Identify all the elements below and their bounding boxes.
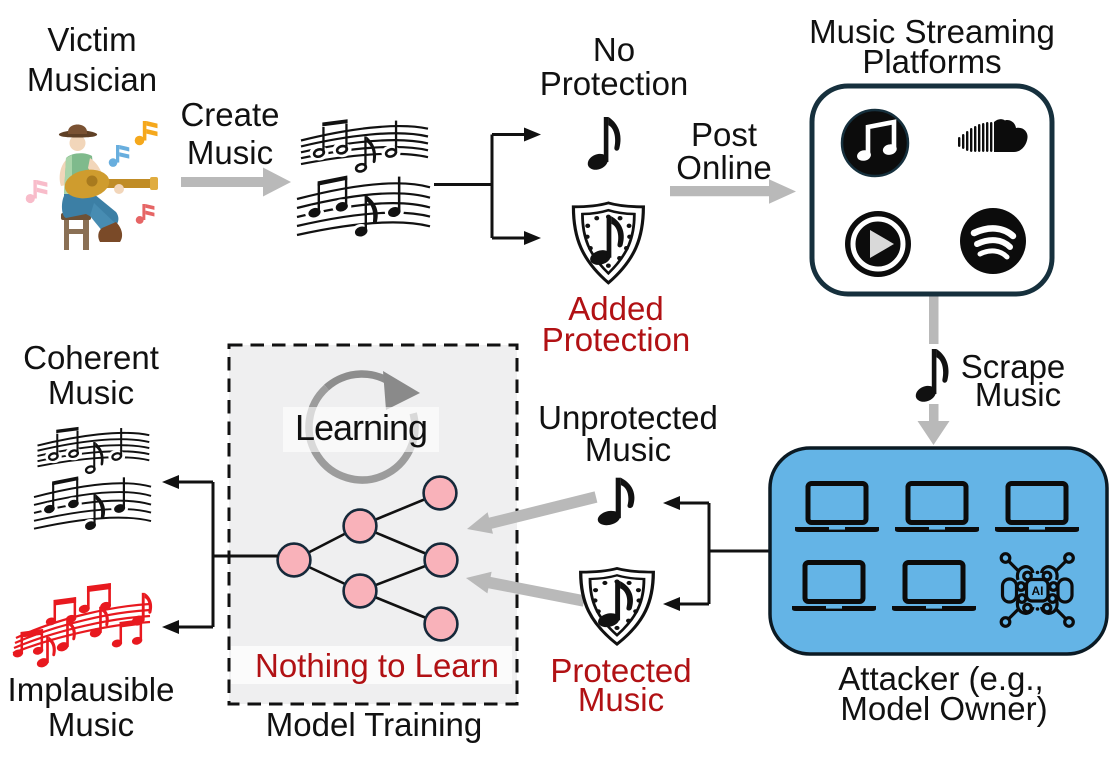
svg-text:Protection: Protection	[542, 321, 691, 358]
svg-text:Music: Music	[975, 376, 1061, 413]
svg-text:Music: Music	[585, 431, 671, 468]
svg-text:No: No	[593, 31, 635, 68]
svg-text:Music Streaming: Music Streaming	[809, 13, 1055, 50]
svg-text:Nothing to Learn: Nothing to Learn	[255, 647, 499, 684]
svg-text:Protected: Protected	[550, 652, 691, 689]
svg-text:Protection: Protection	[540, 65, 689, 102]
svg-text:Learning: Learning	[295, 407, 427, 448]
svg-text:Music: Music	[48, 706, 134, 743]
svg-text:Victim: Victim	[47, 21, 136, 58]
svg-text:Platforms: Platforms	[862, 43, 1001, 80]
svg-text:Attacker (e.g.,: Attacker (e.g.,	[838, 660, 1043, 697]
svg-text:Create: Create	[180, 96, 279, 133]
svg-text:Coherent: Coherent	[23, 339, 159, 376]
svg-text:Music: Music	[187, 134, 273, 171]
svg-text:Implausible: Implausible	[8, 671, 175, 708]
svg-text:Musician: Musician	[27, 61, 157, 98]
svg-text:Model Training: Model Training	[266, 706, 482, 743]
svg-text:Unprotected: Unprotected	[538, 399, 718, 436]
svg-text:Music: Music	[48, 374, 134, 411]
svg-text:AI: AI	[1032, 584, 1044, 598]
svg-text:Scrape: Scrape	[961, 348, 1066, 385]
svg-text:Online: Online	[676, 149, 771, 186]
svg-text:Music: Music	[578, 681, 664, 718]
svg-text:Added: Added	[568, 290, 663, 327]
svg-text:Post: Post	[691, 116, 757, 153]
svg-text:Model Owner): Model Owner)	[840, 690, 1047, 727]
